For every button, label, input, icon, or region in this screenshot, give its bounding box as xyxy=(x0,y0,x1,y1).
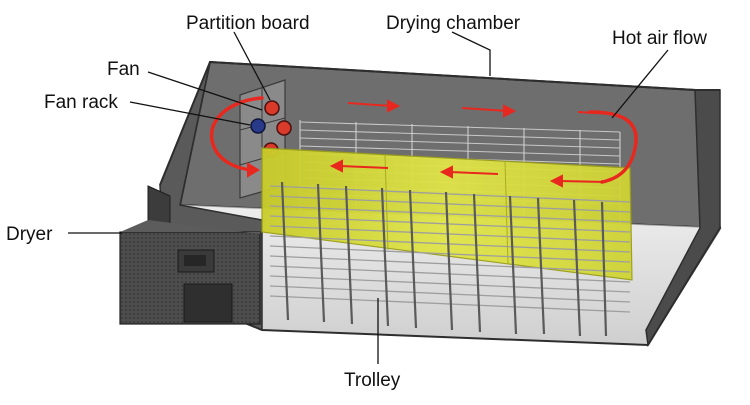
chamber-rim xyxy=(159,60,720,186)
board-seam xyxy=(384,154,389,251)
label-hot-air-flow: Hot air flow xyxy=(612,28,707,49)
label-partition-board: Partition board xyxy=(186,13,310,34)
fan-icon xyxy=(250,118,266,134)
leader-lines xyxy=(68,31,669,364)
air-flow-arrows xyxy=(247,99,613,188)
label-trolley: Trolley xyxy=(344,370,401,391)
label-fan: Fan xyxy=(107,59,140,80)
dryer-unit xyxy=(119,185,261,325)
fan-icon xyxy=(276,120,292,136)
label-dryer: Dryer xyxy=(6,224,53,245)
label-fan-rack: Fan rack xyxy=(44,92,118,113)
fan-icon xyxy=(264,100,280,116)
label-drying-chamber: Drying chamber xyxy=(386,13,521,34)
dryer-door xyxy=(183,283,233,323)
trolley-posts xyxy=(280,181,608,337)
